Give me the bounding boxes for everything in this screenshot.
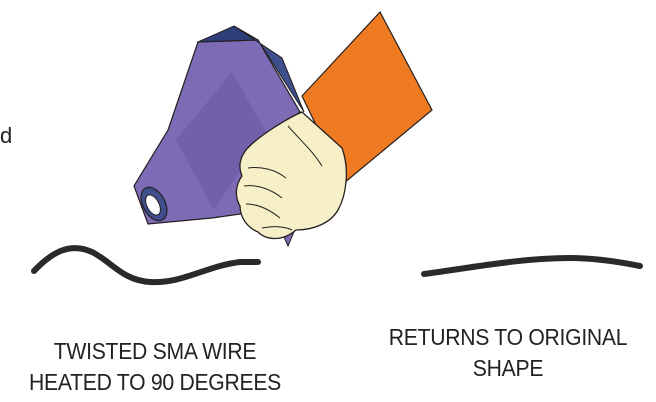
caption-original-shape: RETURNS TO ORIGINAL SHAPE <box>374 322 643 384</box>
caption-left-line2: HEATED TO 90 DEGREES <box>22 367 289 398</box>
caption-twisted-wire: TWISTED SMA WIRE HEATED TO 90 DEGREES <box>22 336 289 398</box>
twisted-wire <box>34 248 258 282</box>
straight-wire <box>424 258 640 274</box>
caption-right-line2: SHAPE <box>374 353 643 384</box>
caption-right-line1: RETURNS TO ORIGINAL <box>374 322 643 353</box>
caption-left-line1: TWISTED SMA WIRE <box>22 336 289 367</box>
